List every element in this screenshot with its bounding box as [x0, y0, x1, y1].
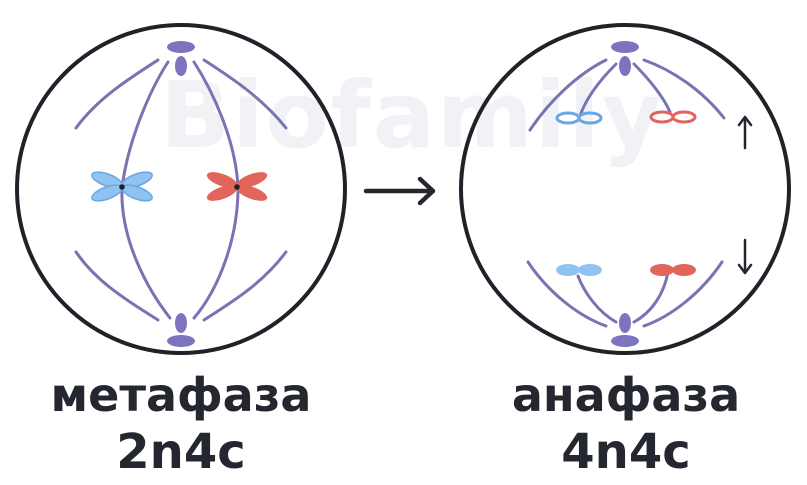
spindle-fiber: [74, 250, 160, 322]
centriole-bottom: [167, 313, 195, 347]
spindle-fiber: [202, 58, 288, 130]
anaphase-cell: [459, 23, 791, 355]
spindle-fiber: [74, 58, 160, 130]
spindle-fibers: [526, 58, 726, 328]
spindle-fiber: [578, 62, 618, 118]
transition-arrow: [363, 176, 436, 206]
centriole-top: [611, 41, 639, 76]
spindle-fiber: [202, 250, 288, 322]
arrow-up-icon: [737, 115, 753, 150]
spindle-fiber: [632, 270, 670, 324]
ploidy-formula-anaphase: 4n4c: [561, 424, 691, 480]
chromosome-blue: [91, 171, 153, 202]
spindle-fiber: [642, 260, 724, 328]
chromatid-blue-bottom: [556, 264, 602, 276]
chromatid-red-bottom: [650, 264, 696, 276]
spindle-fiber: [526, 260, 608, 328]
spindle-fiber: [576, 274, 618, 324]
cell-membrane: [459, 23, 791, 355]
centriole-bottom: [611, 313, 639, 347]
stage-name-metaphase: метафаза: [50, 368, 312, 422]
spindle-fiber: [642, 58, 726, 120]
ploidy-formula-metaphase: 2n4c: [116, 424, 246, 480]
stage-name-anaphase: анафаза: [511, 368, 741, 422]
spindle-fiber: [528, 58, 608, 132]
spindle-fiber: [632, 62, 672, 114]
chromosome-red: [206, 172, 268, 201]
chromatid-blue-top: [555, 111, 603, 125]
cell-membrane: [15, 23, 347, 355]
metaphase-cell: [15, 23, 347, 355]
chromatid-red-top: [649, 110, 697, 124]
arrow-down-icon: [737, 238, 753, 275]
centriole-top: [167, 41, 195, 76]
